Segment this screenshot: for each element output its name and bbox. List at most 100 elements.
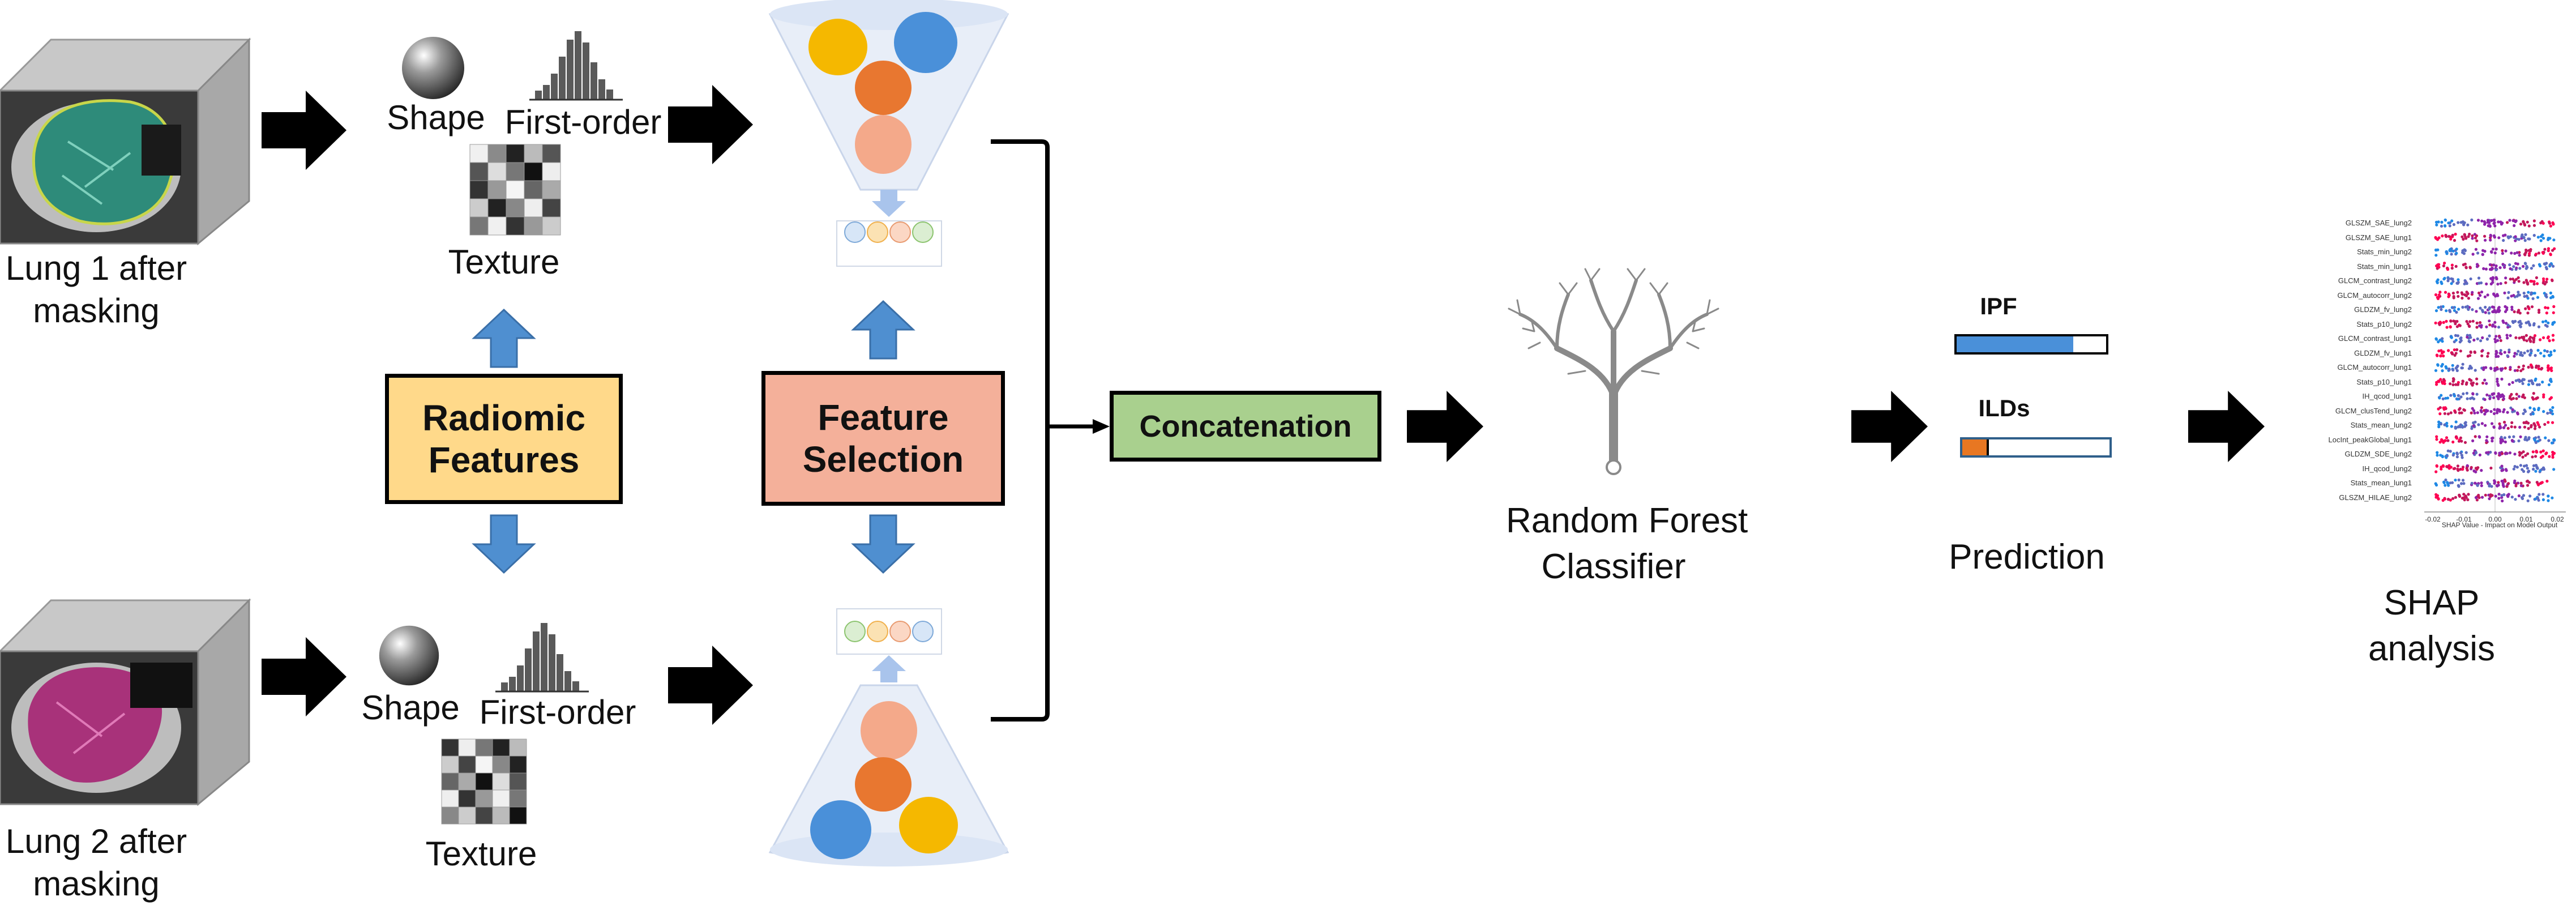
blue-arrow-up-selection bbox=[851, 300, 915, 360]
shap-point bbox=[2471, 253, 2475, 256]
shap-point bbox=[2528, 323, 2532, 327]
shap-point bbox=[2450, 253, 2453, 256]
shap-point bbox=[2534, 497, 2538, 501]
shap-point bbox=[2485, 441, 2488, 445]
shap-point bbox=[2545, 267, 2548, 271]
shap-point bbox=[2541, 251, 2544, 254]
shap-point bbox=[2445, 424, 2449, 428]
shap-point bbox=[2480, 354, 2484, 357]
shap-point bbox=[2449, 325, 2452, 329]
shap-point bbox=[2457, 485, 2461, 488]
shap-point bbox=[2547, 383, 2551, 386]
shap-point bbox=[2508, 219, 2511, 222]
shap-point bbox=[2502, 238, 2505, 242]
shap-point bbox=[2493, 251, 2497, 255]
shap-point bbox=[2541, 493, 2545, 496]
shap-point bbox=[2523, 408, 2526, 412]
shap-point bbox=[2488, 263, 2492, 266]
shap-point bbox=[2494, 340, 2497, 344]
shap-point bbox=[2479, 321, 2482, 325]
shap-point bbox=[2445, 252, 2449, 255]
shap-point bbox=[2485, 282, 2488, 285]
shap-point bbox=[2437, 266, 2441, 269]
shap-point bbox=[2477, 496, 2481, 500]
shap-point bbox=[2442, 378, 2445, 381]
shap-point bbox=[2527, 224, 2531, 228]
shap-point bbox=[2470, 411, 2473, 415]
shap-point bbox=[2437, 497, 2440, 501]
shap-point bbox=[2463, 233, 2467, 237]
shap-point bbox=[2490, 485, 2493, 488]
shap-point bbox=[2487, 352, 2490, 355]
shap-point bbox=[2510, 305, 2514, 309]
shap-point bbox=[2484, 408, 2488, 412]
shap-point bbox=[2451, 292, 2455, 295]
shap-point bbox=[2440, 308, 2443, 311]
shap-point bbox=[2523, 239, 2527, 242]
shap-point bbox=[2471, 308, 2474, 311]
shap-point bbox=[2513, 465, 2517, 468]
shap-point bbox=[2445, 436, 2449, 439]
shap-point bbox=[2498, 309, 2501, 312]
shap-point bbox=[2440, 466, 2443, 469]
shap-point bbox=[2451, 364, 2454, 367]
shap-point bbox=[2438, 406, 2442, 409]
shap-point bbox=[2438, 412, 2442, 416]
shap-point bbox=[2455, 247, 2458, 251]
shap-point bbox=[2527, 436, 2531, 439]
shap-point bbox=[2508, 263, 2511, 267]
shap-point bbox=[2449, 394, 2453, 397]
shap-point bbox=[2542, 395, 2545, 399]
shap-point bbox=[2501, 263, 2505, 266]
shap-point bbox=[2527, 291, 2530, 294]
shap-point bbox=[2462, 223, 2466, 227]
shap-point bbox=[2529, 279, 2532, 283]
shap-point bbox=[2522, 264, 2525, 268]
shap-point bbox=[2499, 395, 2502, 398]
shap-point bbox=[2492, 293, 2496, 296]
shap-point bbox=[2458, 324, 2462, 327]
shap-point bbox=[2488, 497, 2491, 501]
shap-point bbox=[2484, 493, 2487, 497]
shap-point bbox=[2493, 412, 2496, 415]
shap-point bbox=[2461, 425, 2464, 429]
shap-point bbox=[2496, 380, 2499, 383]
shap-point bbox=[2530, 305, 2534, 309]
shap-point bbox=[2515, 266, 2518, 270]
shap-point bbox=[2492, 392, 2496, 395]
shap-point bbox=[2492, 396, 2496, 399]
shap-point bbox=[2492, 219, 2496, 222]
shap-point bbox=[2455, 452, 2459, 456]
shap-point bbox=[2542, 393, 2545, 396]
shap-point bbox=[2549, 296, 2553, 300]
shap-point bbox=[2504, 276, 2507, 280]
shap-point bbox=[2474, 435, 2477, 438]
shap-point bbox=[2536, 467, 2539, 470]
random-forest-tree-icon bbox=[1508, 268, 1719, 475]
shap-point bbox=[2519, 484, 2523, 488]
shap-point bbox=[2474, 496, 2477, 500]
shap-point bbox=[2445, 309, 2448, 313]
shap-point bbox=[2472, 469, 2476, 473]
shap-point bbox=[2447, 293, 2451, 297]
shap-point bbox=[2481, 249, 2485, 252]
shap-point bbox=[2482, 267, 2485, 270]
shap-point bbox=[2484, 311, 2487, 314]
shap-point bbox=[2513, 452, 2517, 456]
shap-point bbox=[2450, 425, 2453, 428]
shap-point bbox=[2483, 398, 2487, 402]
shap-point bbox=[2535, 396, 2539, 400]
shap-point bbox=[2532, 467, 2535, 471]
shap-point bbox=[2538, 310, 2541, 314]
shap-point bbox=[2496, 411, 2499, 415]
shap-point bbox=[2491, 422, 2494, 425]
funnel-top bbox=[768, 0, 1009, 267]
shap-point bbox=[2537, 436, 2540, 439]
shap-point bbox=[2500, 479, 2504, 483]
shap-point bbox=[2504, 305, 2507, 308]
shap-point bbox=[2500, 464, 2504, 468]
shap-point bbox=[2480, 484, 2483, 488]
shap-point bbox=[2510, 439, 2514, 442]
shap-point bbox=[2454, 232, 2457, 236]
